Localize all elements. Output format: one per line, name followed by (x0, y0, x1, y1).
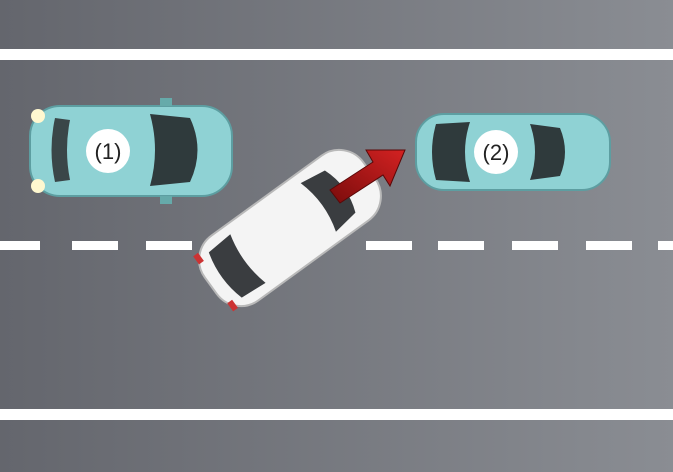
lane-line-bottom (0, 409, 673, 420)
car-label-badge (474, 130, 518, 174)
hazard-light-icon (31, 179, 45, 193)
lane-line-top (0, 49, 673, 60)
center-dashed-line (0, 241, 673, 250)
car-label-2: (2) (483, 140, 510, 165)
parked-car-2: (2) (415, 113, 611, 191)
direction-arrow-icon (329, 149, 406, 204)
parked-car-1: (1) (29, 98, 233, 204)
car-label-badge (86, 129, 130, 173)
car-label-1: (1) (95, 139, 122, 164)
hazard-light-icon (31, 109, 45, 123)
